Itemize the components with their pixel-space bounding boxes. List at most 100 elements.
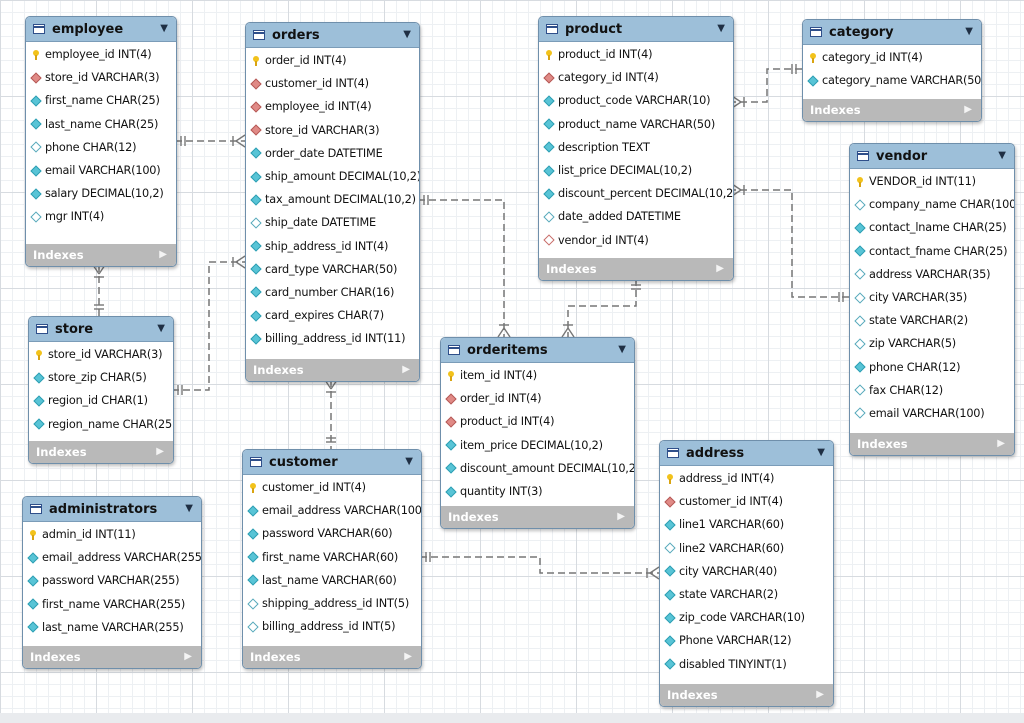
indexes-footer[interactable]: Indexes▶ <box>23 646 201 668</box>
column-row[interactable]: email_address VARCHAR(255) <box>23 546 201 569</box>
collapse-arrow-icon[interactable]: ▼ <box>998 150 1006 161</box>
column-row[interactable]: customer_id INT(4) <box>246 72 419 95</box>
column-row[interactable]: line1 VARCHAR(60) <box>660 513 833 536</box>
column-row[interactable]: line2 VARCHAR(60) <box>660 537 833 560</box>
expand-arrow-icon[interactable]: ▶ <box>997 438 1005 449</box>
column-row[interactable]: ship_address_id INT(4) <box>246 235 419 258</box>
column-row[interactable]: category_name VARCHAR(50) <box>803 69 981 92</box>
column-row[interactable]: salary DECIMAL(10,2) <box>26 182 176 205</box>
column-row[interactable]: list_price DECIMAL(10,2) <box>539 159 733 182</box>
column-row[interactable]: employee_id INT(4) <box>246 95 419 118</box>
expand-arrow-icon[interactable]: ▶ <box>156 446 164 457</box>
expand-arrow-icon[interactable]: ▶ <box>716 263 724 274</box>
collapse-arrow-icon[interactable]: ▼ <box>403 29 411 40</box>
column-row[interactable]: category_id INT(4) <box>539 66 733 89</box>
indexes-footer[interactable]: Indexes▶ <box>441 506 634 528</box>
column-row[interactable]: store_id VARCHAR(3) <box>246 119 419 142</box>
column-row[interactable]: store_id VARCHAR(3) <box>29 343 173 366</box>
column-row[interactable]: password VARCHAR(60) <box>243 522 421 545</box>
collapse-arrow-icon[interactable]: ▼ <box>185 503 193 514</box>
column-row[interactable]: last_name VARCHAR(255) <box>23 616 201 639</box>
column-row[interactable]: billing_address_id INT(11) <box>246 327 419 350</box>
column-row[interactable]: disabled TINYINT(1) <box>660 653 833 676</box>
table-header[interactable]: store▼ <box>29 317 173 342</box>
column-row[interactable]: region_id CHAR(1) <box>29 389 173 412</box>
column-row[interactable]: ship_amount DECIMAL(10,2) <box>246 165 419 188</box>
column-row[interactable]: card_number CHAR(16) <box>246 281 419 304</box>
collapse-arrow-icon[interactable]: ▼ <box>405 456 413 467</box>
indexes-footer[interactable]: Indexes▶ <box>243 646 421 668</box>
column-row[interactable]: product_code VARCHAR(10) <box>539 89 733 112</box>
column-row[interactable]: order_id INT(4) <box>441 387 634 410</box>
column-row[interactable]: vendor_id INT(4) <box>539 229 733 252</box>
column-row[interactable]: last_name CHAR(25) <box>26 113 176 136</box>
column-row[interactable]: category_id INT(4) <box>803 46 981 69</box>
column-row[interactable]: email VARCHAR(100) <box>850 402 1014 425</box>
column-row[interactable]: company_name CHAR(100) <box>850 193 1014 216</box>
table-customer[interactable]: customer▼customer_id INT(4)email_address… <box>242 449 422 669</box>
column-row[interactable]: customer_id INT(4) <box>243 476 421 499</box>
collapse-arrow-icon[interactable]: ▼ <box>717 23 725 34</box>
column-row[interactable]: item_id INT(4) <box>441 364 634 387</box>
expand-arrow-icon[interactable]: ▶ <box>402 364 410 375</box>
column-row[interactable]: store_id VARCHAR(3) <box>26 66 176 89</box>
indexes-footer[interactable]: Indexes▶ <box>26 244 176 266</box>
column-row[interactable]: mgr INT(4) <box>26 205 176 228</box>
column-row[interactable]: address VARCHAR(35) <box>850 263 1014 286</box>
column-row[interactable]: email_address VARCHAR(100) <box>243 499 421 522</box>
table-orders[interactable]: orders▼order_id INT(4)customer_id INT(4)… <box>245 22 420 382</box>
column-row[interactable]: admin_id INT(11) <box>23 523 201 546</box>
column-row[interactable]: city VARCHAR(40) <box>660 560 833 583</box>
column-row[interactable]: zip VARCHAR(5) <box>850 332 1014 355</box>
table-address[interactable]: address▼address_id INT(4)customer_id INT… <box>659 440 834 707</box>
column-row[interactable]: order_date DATETIME <box>246 142 419 165</box>
column-row[interactable]: employee_id INT(4) <box>26 43 176 66</box>
collapse-arrow-icon[interactable]: ▼ <box>157 323 165 334</box>
column-row[interactable]: VENDOR_id INT(11) <box>850 170 1014 193</box>
column-row[interactable]: state VARCHAR(2) <box>850 309 1014 332</box>
indexes-footer[interactable]: Indexes▶ <box>660 684 833 706</box>
indexes-footer[interactable]: Indexes▶ <box>29 441 173 463</box>
column-row[interactable]: product_name VARCHAR(50) <box>539 113 733 136</box>
table-header[interactable]: address▼ <box>660 441 833 466</box>
collapse-arrow-icon[interactable]: ▼ <box>160 23 168 34</box>
column-row[interactable]: store_zip CHAR(5) <box>29 366 173 389</box>
table-header[interactable]: employee▼ <box>26 17 176 42</box>
column-row[interactable]: city VARCHAR(35) <box>850 286 1014 309</box>
column-row[interactable]: ship_date DATETIME <box>246 211 419 234</box>
column-row[interactable]: fax CHAR(12) <box>850 379 1014 402</box>
column-row[interactable]: phone CHAR(12) <box>26 136 176 159</box>
expand-arrow-icon[interactable]: ▶ <box>184 651 192 662</box>
table-header[interactable]: vendor▼ <box>850 144 1014 169</box>
column-row[interactable]: phone CHAR(12) <box>850 356 1014 379</box>
column-row[interactable]: date_added DATETIME <box>539 205 733 228</box>
column-row[interactable]: last_name VARCHAR(60) <box>243 569 421 592</box>
column-row[interactable]: first_name VARCHAR(60) <box>243 546 421 569</box>
column-row[interactable]: region_name CHAR(25) <box>29 413 173 436</box>
table-product[interactable]: product▼product_id INT(4)category_id INT… <box>538 16 734 281</box>
expand-arrow-icon[interactable]: ▶ <box>404 651 412 662</box>
indexes-footer[interactable]: Indexes▶ <box>850 433 1014 455</box>
column-row[interactable]: tax_amount DECIMAL(10,2) <box>246 188 419 211</box>
expand-arrow-icon[interactable]: ▶ <box>816 689 824 700</box>
collapse-arrow-icon[interactable]: ▼ <box>618 344 626 355</box>
indexes-footer[interactable]: Indexes▶ <box>803 99 981 121</box>
table-category[interactable]: category▼category_id INT(4)category_name… <box>802 19 982 122</box>
column-row[interactable]: email VARCHAR(100) <box>26 159 176 182</box>
table-header[interactable]: orderitems▼ <box>441 338 634 363</box>
column-row[interactable]: contact_lname CHAR(25) <box>850 216 1014 239</box>
column-row[interactable]: discount_amount DECIMAL(10,2) <box>441 457 634 480</box>
column-row[interactable]: quantity INT(3) <box>441 480 634 503</box>
collapse-arrow-icon[interactable]: ▼ <box>965 26 973 37</box>
column-row[interactable]: product_id INT(4) <box>539 43 733 66</box>
column-row[interactable]: description TEXT <box>539 136 733 159</box>
table-administrators[interactable]: administrators▼admin_id INT(11)email_add… <box>22 496 202 669</box>
column-row[interactable]: card_expires CHAR(7) <box>246 304 419 327</box>
table-header[interactable]: product▼ <box>539 17 733 42</box>
expand-arrow-icon[interactable]: ▶ <box>964 104 972 115</box>
column-row[interactable]: first_name VARCHAR(255) <box>23 593 201 616</box>
column-row[interactable]: discount_percent DECIMAL(10,2) <box>539 182 733 205</box>
column-row[interactable]: shipping_address_id INT(5) <box>243 592 421 615</box>
table-store[interactable]: store▼store_id VARCHAR(3)store_zip CHAR(… <box>28 316 174 464</box>
